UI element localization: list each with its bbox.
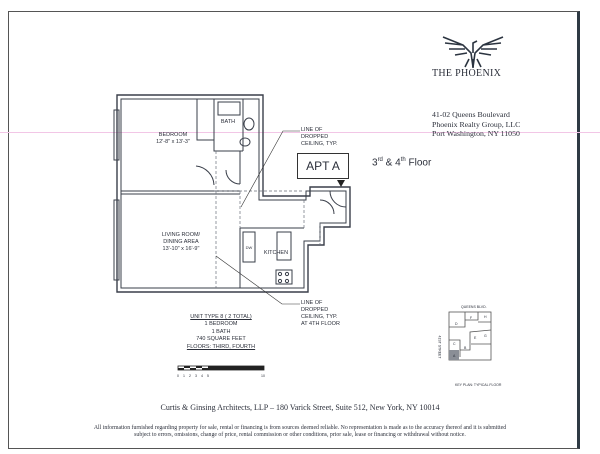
address-line: Port Washington, NY 11050 [432,129,520,138]
key-unit: G [484,334,487,338]
scale-tick: 3 [195,374,197,378]
room-name: BEDROOM [158,132,188,138]
key-unit: E [474,336,477,340]
note-line: CEILING, TYP. [301,314,338,320]
floor-num: 4 [395,157,401,169]
architect-credit: Curtis & Ginsing Architects, LLP – 180 V… [160,403,440,412]
key-unit: A [453,354,456,358]
disclaimer: All information furnished regarding prop… [20,425,580,440]
scale-tick: 2 [189,374,191,378]
note-line: DROPPED [301,134,329,140]
scale-tick: 5 [207,374,209,378]
scale-bar [177,365,265,371]
unit-bedrooms: 1 BEDROOM [204,321,238,328]
phoenix-logo-icon [442,36,504,68]
unit-info: UNIT TYPE 8 ( 2 TOTAL) 1 BEDROOM 1 BATH … [176,314,266,351]
key-plan [448,311,492,361]
note-line: AT 4TH FLOOR [301,321,340,327]
note-dropped-ceiling-4th: LINE OF DROPPED CEILING, TYP. AT 4TH FLO… [301,300,340,328]
scale-tick: 0 [177,374,179,378]
entry-arrow-icon [337,180,345,187]
room-name: DINING AREA [163,239,199,245]
key-plan-street-top: QUEENS BLVD. [461,305,487,309]
scale-tick: 1 [183,374,185,378]
room-bath: BATH [220,119,236,125]
floor-word: Floor [405,157,432,169]
key-plan-street-side: 41ST STREET [437,335,442,359]
unit-baths: 1 BATH [211,328,231,335]
unit-type: UNIT TYPE 8 ( 2 TOTAL) [190,314,252,320]
note-line: LINE OF [301,127,323,133]
dishwasher-label: DW [245,245,253,250]
disclaimer-line: All information furnished regarding prop… [93,425,507,431]
scale-tick: 4 [201,374,203,378]
room-size: 13'-10" x 16'-9" [162,246,200,252]
key-unit: F [470,316,473,320]
room-bedroom: BEDROOM 12'-8" x 13'-3" [143,132,203,146]
brand-name: THE PHOENIX [432,68,502,79]
floor-and: & [382,157,396,169]
address-line: Phoenix Realty Group, LLC [432,119,521,129]
note-line: CEILING, TYP. [301,141,338,147]
scan-line [0,132,600,133]
key-unit: D [455,322,458,326]
disclaimer-line: subject to errors, omissions, change of … [134,432,466,439]
room-size: 12'-8" x 13'-3" [156,139,190,145]
note-dropped-ceiling: LINE OF DROPPED CEILING, TYP. [301,127,337,148]
note-line: LINE OF [301,300,323,306]
key-unit: H [484,315,487,319]
floor-sup: th [400,157,406,163]
room-kitchen: KITCHEN [263,250,289,256]
key-plan-caption: KEY PLAN: TYPICAL FLOOR [455,383,502,387]
key-unit: B [464,346,467,350]
brand-address: 41-02 Queens Boulevard Phoenix Realty Gr… [432,110,520,139]
room-name: LIVING ROOM/ [161,232,201,238]
floor-label: 3rd & 4th Floor [372,157,431,168]
floor-sup: rd [377,157,383,163]
floor-num: 3 [372,157,378,169]
scale-ticks: 0 1 2 3 4 5 10 [176,374,268,380]
room-living: LIVING ROOM/ DINING AREA 13'-10" x 16'-9… [146,232,216,253]
note-line: DROPPED [301,307,329,313]
key-unit: C [453,342,456,346]
unit-area: 740 SQUARE FEET [196,336,246,343]
page-border [8,11,580,449]
unit-floors: FLOORS: THIRD, FOURTH [186,343,256,350]
apartment-label: APT A [297,153,349,179]
scale-tick: 10 [261,374,265,378]
address-line: 41-02 Queens Boulevard [432,110,510,119]
